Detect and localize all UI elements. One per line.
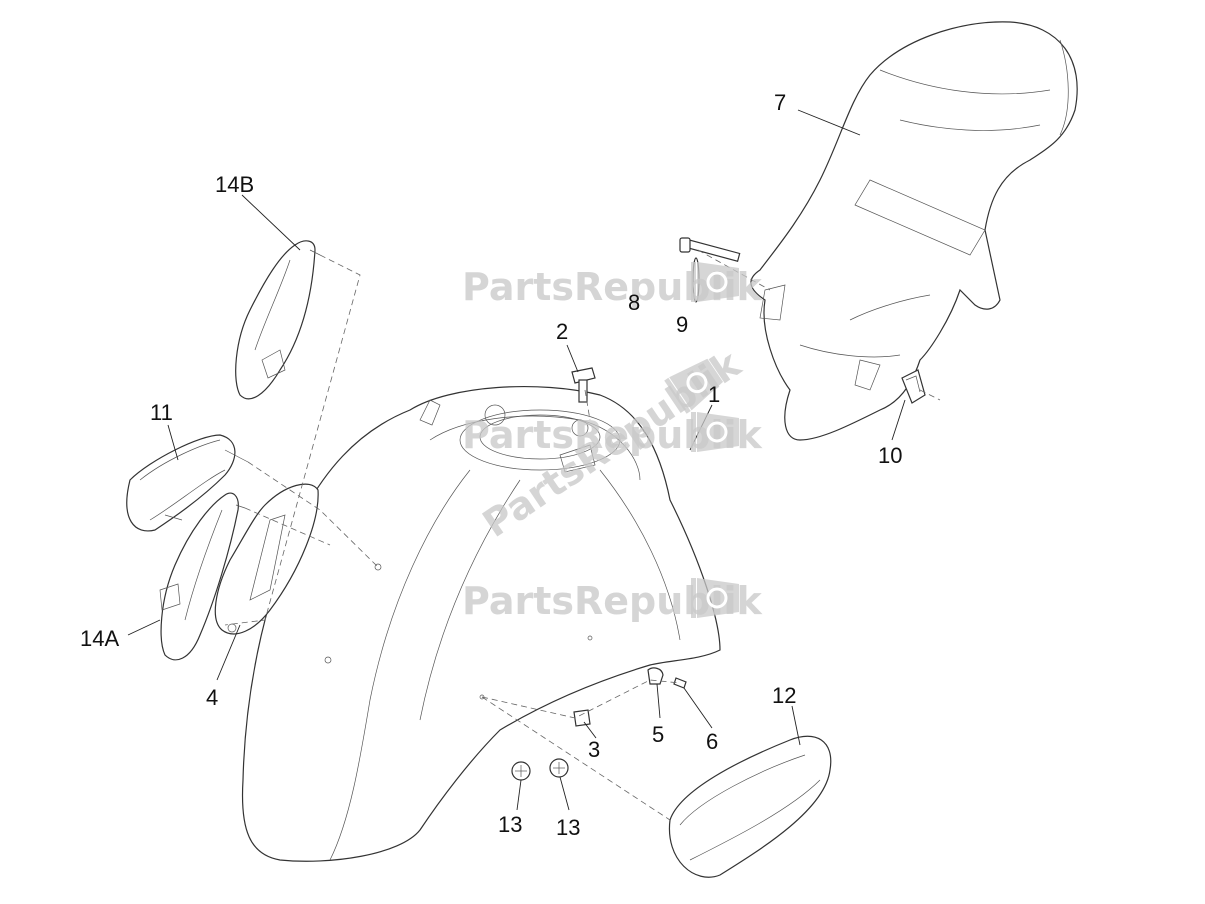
gear-flag-icon bbox=[691, 412, 739, 452]
gear-flag-icon bbox=[664, 358, 724, 414]
callout-7: 7 bbox=[774, 90, 786, 115]
part-14B-trim bbox=[235, 240, 321, 400]
callout-14B: 14B bbox=[215, 172, 254, 197]
part-5-nut bbox=[647, 667, 664, 685]
callout-1: 1 bbox=[708, 382, 720, 407]
gear-flag-icon bbox=[691, 578, 739, 618]
part-7-rear-mudguard bbox=[750, 21, 1078, 441]
watermark-4: PartsRepublik bbox=[462, 578, 763, 623]
part-11-reflector bbox=[126, 434, 249, 532]
callout-3: 3 bbox=[588, 737, 600, 762]
part-8-bolt bbox=[679, 237, 741, 262]
part-3-grommet bbox=[573, 709, 591, 727]
callout-13-left: 13 bbox=[498, 812, 522, 837]
watermark-2: PartsRepublik bbox=[462, 412, 763, 457]
callout-14A: 14A bbox=[80, 626, 119, 651]
callouts: 14B 11 14A 4 2 1 7 8 9 10 12 3 5 6 13 13 bbox=[80, 90, 902, 840]
part-12-rear-reflector bbox=[668, 735, 832, 878]
callout-8: 8 bbox=[628, 290, 640, 315]
callout-9: 9 bbox=[676, 312, 688, 337]
part-1-front-mudguard bbox=[241, 386, 721, 862]
callout-5: 5 bbox=[652, 722, 664, 747]
callout-12: 12 bbox=[772, 683, 796, 708]
watermark-1: PartsRepublik bbox=[462, 262, 763, 309]
callout-4: 4 bbox=[206, 685, 218, 710]
part-14A-trim bbox=[159, 492, 246, 661]
callout-13-right: 13 bbox=[556, 815, 580, 840]
callout-6: 6 bbox=[706, 729, 718, 754]
part-6-screw bbox=[673, 677, 687, 689]
callout-10: 10 bbox=[878, 443, 902, 468]
part-13-clip-a bbox=[511, 761, 531, 781]
callout-2: 2 bbox=[556, 319, 568, 344]
gear-flag-icon bbox=[691, 262, 739, 302]
callout-11: 11 bbox=[150, 400, 173, 425]
part-10-clip bbox=[901, 369, 926, 404]
part-13-clip-b bbox=[549, 758, 569, 778]
